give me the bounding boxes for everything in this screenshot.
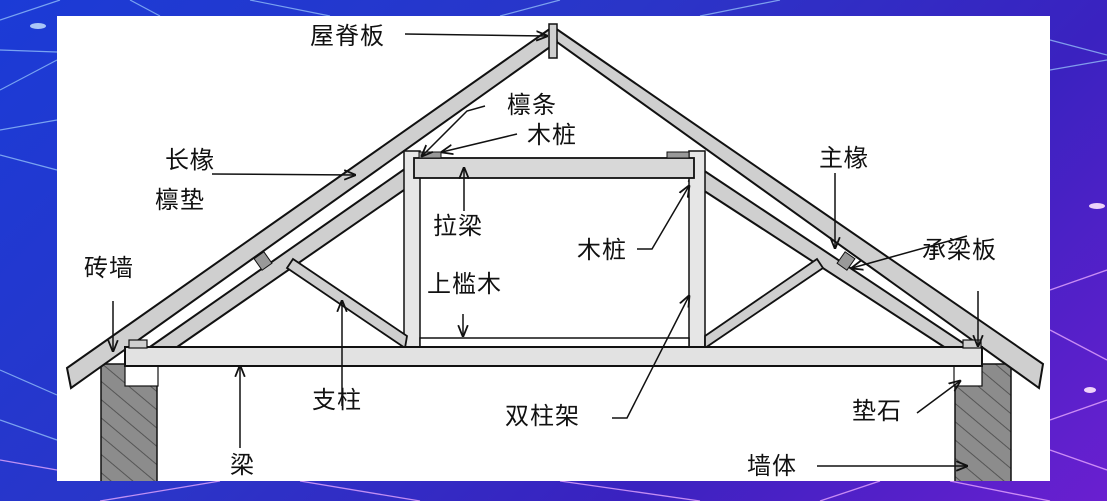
roof-truss-drawing bbox=[65, 23, 1045, 481]
ridge-board bbox=[548, 23, 558, 59]
label-main-rafter: 主椽 bbox=[819, 144, 869, 172]
diagram-panel: 屋脊板 檩条 木桩 长椽 檩垫 拉梁 木桩 主椽 承梁板 砖墙 上槛木 支柱 梁… bbox=[57, 16, 1050, 481]
label-wall-body: 墙体 bbox=[747, 452, 797, 480]
right-outer-rafter bbox=[553, 25, 1045, 390]
label-upper-lintel: 上槛木 bbox=[427, 270, 502, 298]
tie-beam-shape bbox=[413, 157, 695, 179]
left-post bbox=[403, 150, 421, 348]
label-strut: 支柱 bbox=[312, 386, 362, 414]
label-tie-beam: 拉梁 bbox=[433, 212, 483, 240]
upper-lintel-shape bbox=[419, 337, 690, 348]
label-bearing-plate: 承梁板 bbox=[922, 236, 997, 264]
label-purlin: 檩条 bbox=[507, 91, 557, 119]
main-beam-shape bbox=[124, 346, 983, 367]
label-purlin-pad: 檩垫 bbox=[155, 186, 205, 214]
left-strut bbox=[285, 257, 408, 350]
label-ridge-board: 屋脊板 bbox=[310, 22, 385, 50]
label-long-rafter: 长椽 bbox=[165, 146, 215, 174]
label-wood-peg-mid: 木桩 bbox=[577, 236, 627, 264]
label-pad-stone: 垫石 bbox=[852, 397, 902, 425]
label-wood-peg-top: 木桩 bbox=[527, 121, 577, 149]
left-pad-stone bbox=[124, 365, 159, 387]
label-double-post-frame: 双柱架 bbox=[505, 402, 580, 430]
label-brick-wall: 砖墙 bbox=[84, 254, 134, 282]
label-beam: 梁 bbox=[230, 451, 255, 479]
right-strut bbox=[704, 257, 825, 350]
left-outer-rafter bbox=[65, 26, 559, 390]
right-post bbox=[688, 150, 706, 348]
